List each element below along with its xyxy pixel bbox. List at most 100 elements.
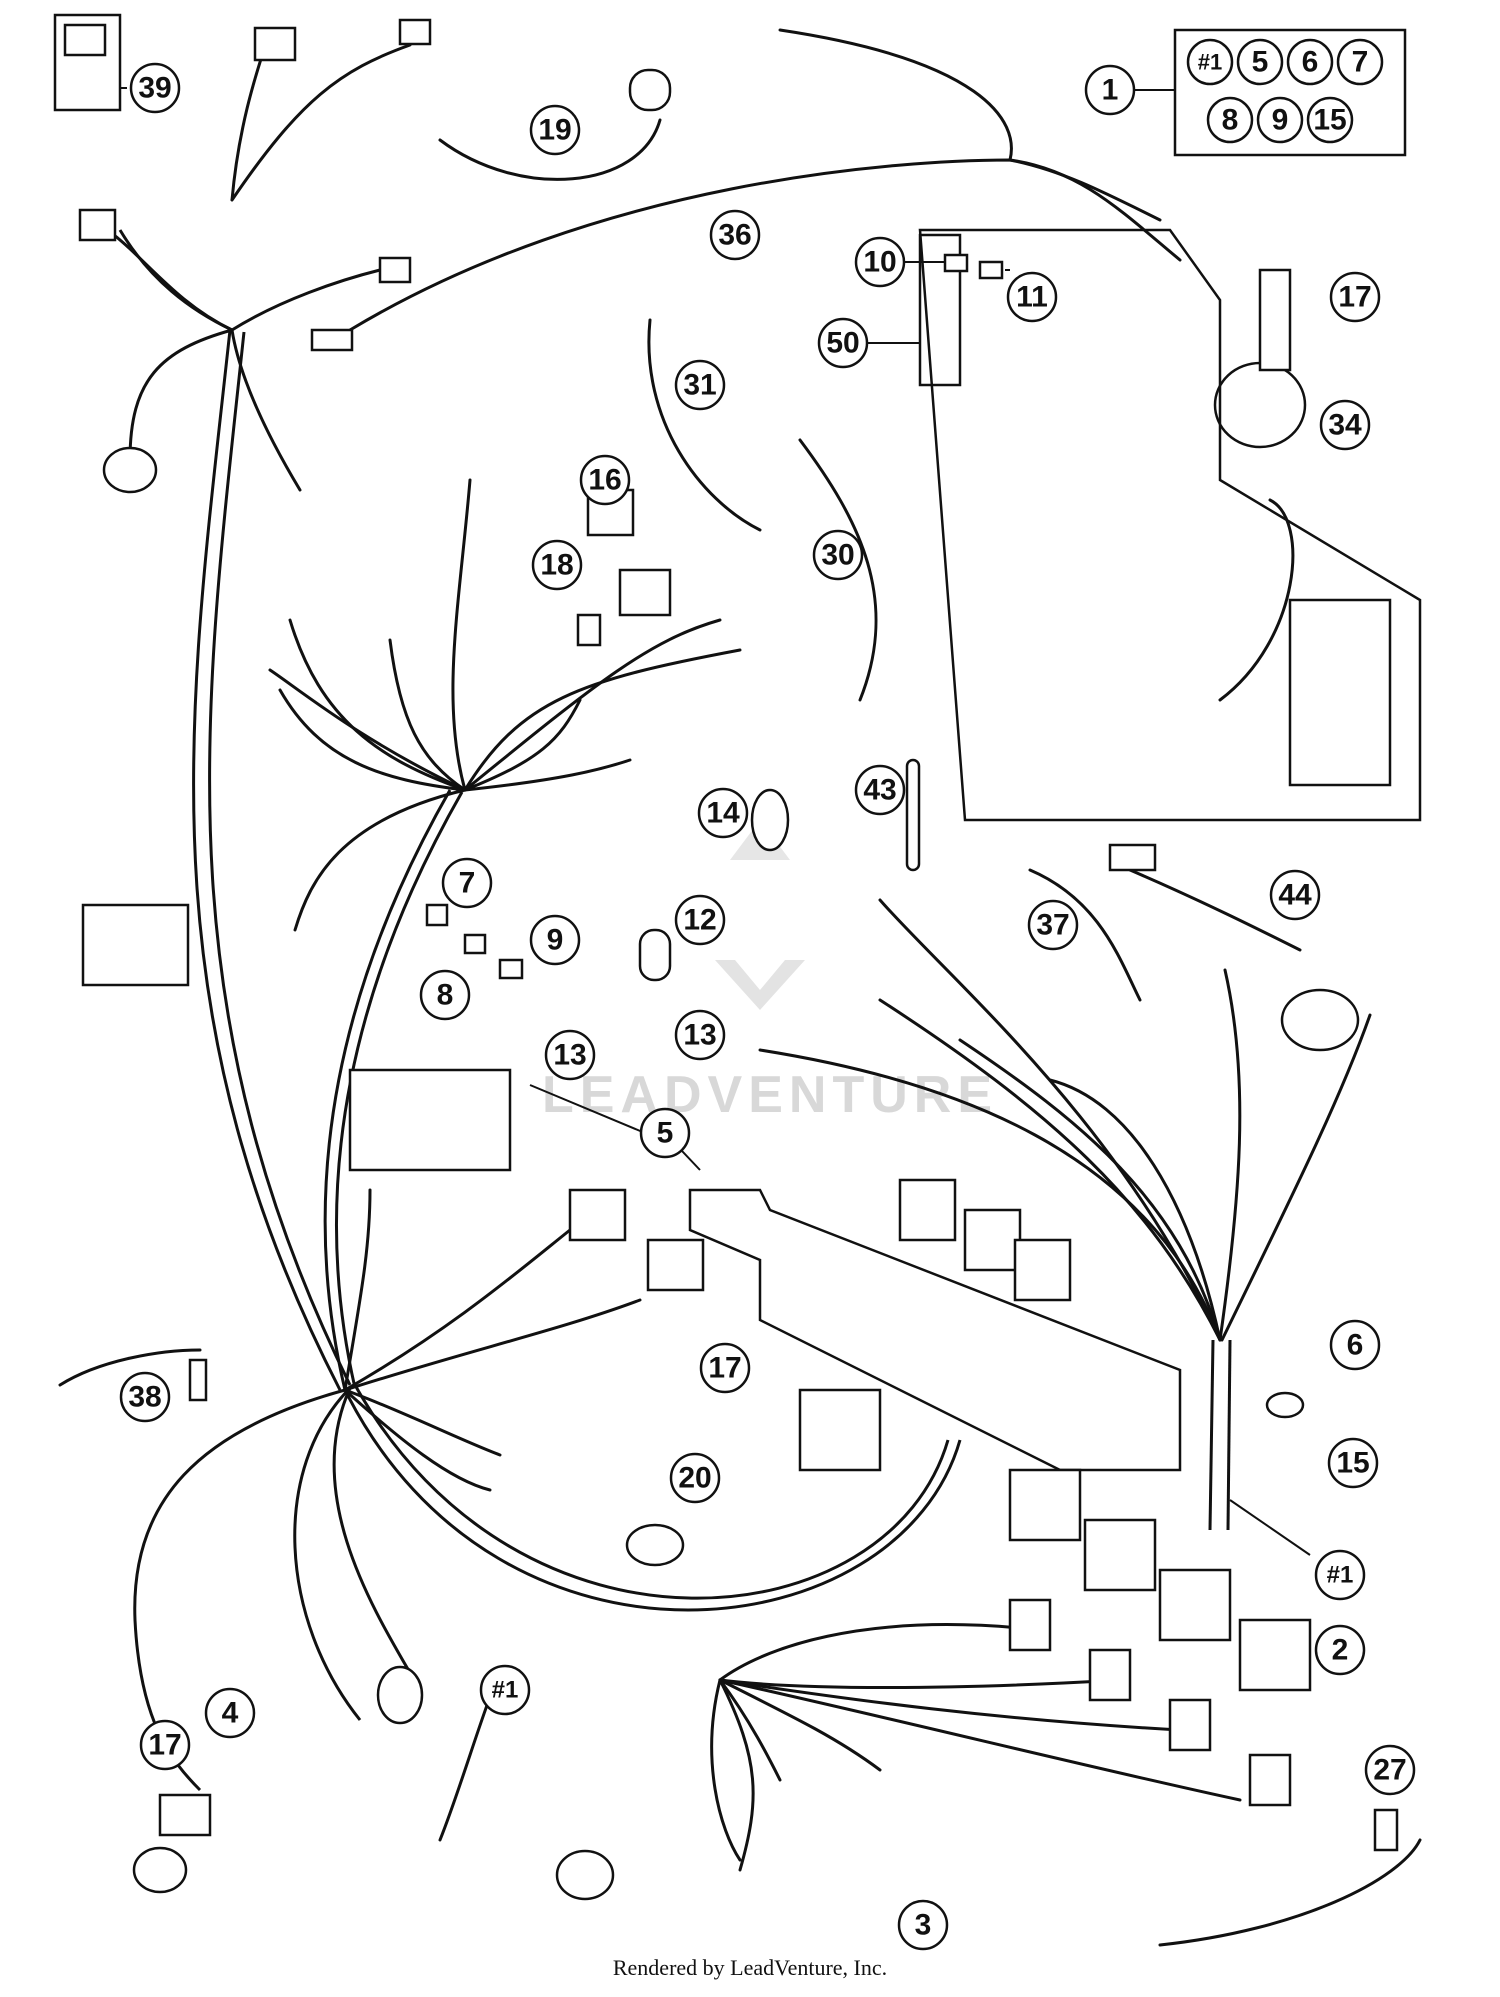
footer-credit: Rendered by LeadVenture, Inc. (613, 1955, 887, 1980)
kit-box (1173, 28, 1407, 157)
callout-17-bottom: 17 (148, 1729, 181, 1762)
callout-34: 34 (1328, 409, 1362, 442)
kit-item-label: 8 (1222, 104, 1239, 137)
callout-4: 4 (222, 1697, 239, 1730)
callout-12: 12 (683, 904, 716, 937)
callout-37: 37 (1036, 909, 1069, 942)
callout-2: 2 (1332, 1634, 1349, 1667)
watermark-text: LEADVENTURE (542, 1066, 998, 1124)
group-boxes (53, 13, 1422, 822)
kit-item-label: 5 (1252, 46, 1269, 79)
relay-socket-d (1248, 1753, 1292, 1807)
callout-7: 7 (459, 867, 476, 900)
connector-36-end (378, 256, 412, 284)
callout-13-right: 13 (683, 1019, 716, 1052)
wire-bundles (58, 28, 1422, 1947)
fuse-11 (978, 260, 1004, 280)
main-harness (118, 29, 1232, 1792)
kit-item-label: 9 (1272, 104, 1289, 137)
relay-group-outline (918, 228, 1422, 822)
connector-left-upper (78, 208, 117, 242)
connector-cluster-b (963, 1208, 1022, 1272)
connector-cluster-a (898, 1178, 957, 1242)
relay-2d (1238, 1618, 1312, 1692)
callout-hash1-right: #1 (1327, 1562, 1354, 1589)
callout-17-mid: 17 (708, 1352, 741, 1385)
kit-item-label: 7 (1352, 46, 1369, 79)
callout-43: 43 (863, 774, 896, 807)
kit-item-circle-6 (1256, 96, 1304, 144)
callout-39: 39 (138, 72, 171, 105)
callout-18: 18 (540, 549, 573, 582)
bracket-5 (688, 1188, 1182, 1472)
callout-20: 20 (678, 1462, 711, 1495)
callout-27: 27 (1373, 1754, 1406, 1787)
relay-2c (1158, 1568, 1232, 1642)
switch-39 (63, 23, 107, 57)
fuse-7 (425, 903, 449, 927)
lamp-socket (102, 446, 158, 494)
connector-round-bottom (555, 1849, 615, 1901)
callout-17-top: 17 (1338, 281, 1371, 314)
kit-box-contents: #1 5 6 7 8 9 15 (1186, 38, 1384, 144)
multi-pin-connector-b (646, 1238, 705, 1292)
callout-10: 10 (863, 246, 896, 279)
relay-2b (1083, 1518, 1157, 1592)
kit-item-circle-1 (1186, 38, 1234, 86)
callout-50: 50 (826, 327, 859, 360)
connector-18-side (618, 568, 672, 617)
connector-left-bottom (158, 1793, 212, 1837)
watermark-logo-v (715, 960, 805, 1010)
connector-cluster-c (1013, 1238, 1072, 1302)
connector-round-left (132, 1846, 188, 1894)
connector-top (253, 26, 297, 62)
callout-14: 14 (706, 797, 740, 830)
strap-43 (905, 758, 921, 872)
kit-item-circle-4 (1336, 38, 1384, 86)
kit-item-circle-3 (1286, 38, 1334, 86)
kit-item-circle-7 (1306, 96, 1354, 144)
kit-item-label: 6 (1302, 46, 1319, 79)
fuse-10 (943, 253, 969, 273)
callout-hash1-bottom: #1 (492, 1677, 519, 1704)
callout-13-left: 13 (553, 1039, 586, 1072)
callout-31: 31 (683, 369, 716, 402)
callout-6: 6 (1347, 1329, 1364, 1362)
leader-lines (120, 87, 1311, 1556)
sender-19 (628, 68, 672, 112)
relay-2a (1008, 1468, 1082, 1542)
horn-bracket (1258, 268, 1292, 372)
callout-9: 9 (547, 924, 564, 957)
connector-flat (310, 328, 354, 352)
fuse-9 (498, 958, 524, 980)
connector-round-mid (376, 1665, 424, 1725)
tie-14 (750, 788, 790, 852)
sensor-44 (1280, 988, 1360, 1052)
fuse-8 (463, 933, 487, 955)
clamp-15 (1265, 1391, 1305, 1419)
control-module (1288, 598, 1392, 787)
callout-36: 36 (718, 219, 751, 252)
callout-30: 30 (821, 539, 854, 572)
callout-1: 1 (1102, 74, 1119, 107)
callout-19: 19 (538, 114, 571, 147)
callout-44: 44 (1278, 879, 1312, 912)
tie-20 (625, 1523, 685, 1567)
kit-item-label: #1 (1198, 50, 1222, 75)
fuse-block (348, 1068, 512, 1172)
callout-3: 3 (915, 1909, 932, 1942)
sensor-38 (188, 1358, 208, 1402)
relay-socket-c (1168, 1698, 1212, 1752)
callout-5: 5 (657, 1117, 674, 1150)
horn-34 (1213, 361, 1307, 449)
kit-item-circle-5 (1206, 96, 1254, 144)
part-18 (576, 613, 602, 647)
watermark: LEADVENTURE (542, 820, 998, 1124)
connector-top-right (398, 18, 432, 46)
connector-44 (1108, 843, 1157, 872)
relay-socket-b (1088, 1648, 1132, 1702)
callout-8: 8 (437, 979, 454, 1012)
callouts: 1 39 19 36 10 11 17 50 31 34 16 18 30 14… (119, 62, 1416, 1951)
